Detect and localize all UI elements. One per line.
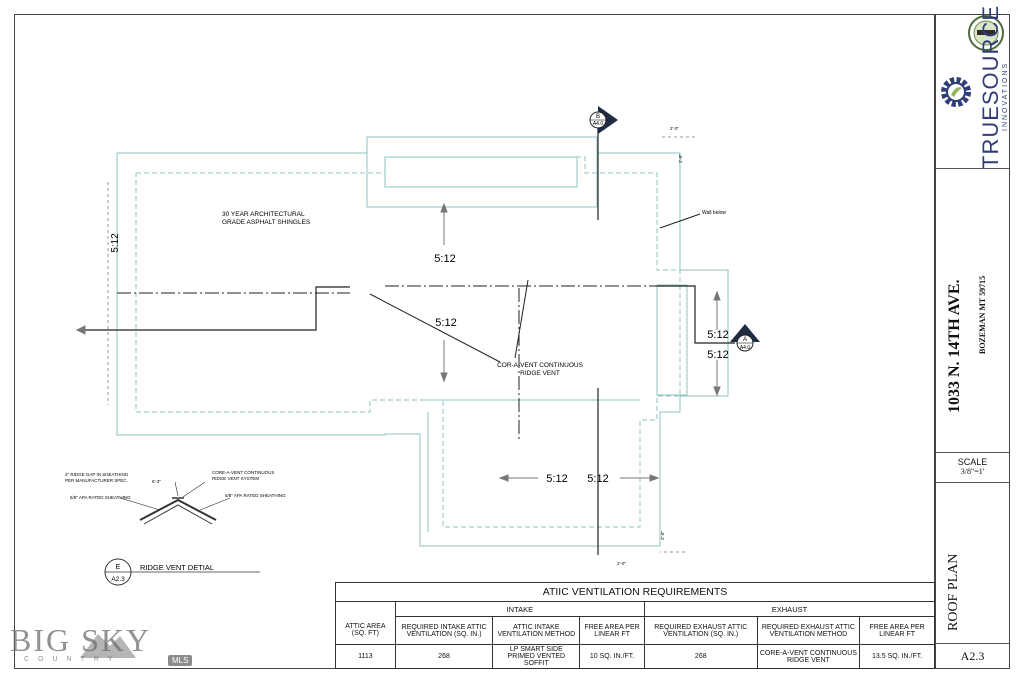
section-b-sheet: A4.0	[593, 121, 604, 127]
table-cell: 1113	[335, 644, 396, 669]
sheet-number-cell: A2.3	[936, 644, 1009, 670]
mountain-logo-icon	[80, 634, 136, 658]
detail-core-note-2: RIDGE VENT SYSTEM	[212, 476, 259, 481]
table-header: ATTIC INTAKE VENTILATION METHOD	[492, 616, 581, 645]
table-cell: 268	[394, 644, 494, 669]
roof-plan-drawing: B A4.0 A A4.0 30 YEAR ARCHITECTURAL GRAD…	[65, 106, 760, 586]
detail-tag	[104, 558, 260, 586]
detail-tag-sheet: A2.3	[111, 576, 125, 583]
detail-dim: 6'-3"	[152, 479, 161, 484]
table-title: ATIIC VENTILATION REQUIREMENTS	[335, 582, 935, 602]
table-cell: 268	[643, 644, 758, 669]
sheet-title: ROOF PLAN	[946, 553, 961, 631]
watermark-badge: MLS	[168, 655, 193, 666]
watermark-brand: BIG SKY	[10, 622, 152, 658]
dim-bottom: 2'-0"	[617, 561, 626, 566]
slope-lower-left: 5:12	[546, 473, 567, 485]
table-cell: 13.5 SQ. IN./FT.	[859, 644, 935, 669]
table-header: FREE AREA PER LINEAR FT	[579, 616, 645, 645]
dim-bottom-side: 2'-0"	[660, 531, 665, 540]
table-cell: LP SMART SIDE PRIMED VENTED SOFFIT	[492, 644, 581, 669]
title-block: TRUESOURCE INNOVATIONS 1033 N. 14TH AVE.…	[935, 5, 1010, 670]
scale-value: 3/8"=1'	[960, 467, 985, 476]
attic-ventilation-table: ATIIC VENTILATION REQUIREMENTS INTAKE EX…	[335, 582, 936, 669]
company-name: TRUESOURCE	[978, 4, 1003, 169]
section-marker-b	[589, 106, 618, 134]
slope-top: 5:12	[434, 253, 455, 265]
detail-gap-note-2: PER MANUFACTURER SPEC.	[65, 478, 128, 483]
slope-right-lower: 5:12	[707, 349, 728, 361]
section-b-letter: B	[596, 114, 600, 120]
slope-lower-right: 5:12	[587, 473, 608, 485]
dim-top: 2'-0"	[670, 126, 679, 131]
table-header: FREE AREA PER LINEAR FT	[859, 616, 935, 645]
section-marker-a	[730, 324, 760, 352]
ridge-note-2: RIDGE VENT	[520, 370, 560, 377]
detail-sheath-left: 5/8" APA RATED SHEATHING	[70, 495, 131, 500]
table-spacer	[335, 601, 396, 617]
table-cell: 10 SQ. IN./FT.	[579, 644, 645, 669]
detail-title: RIDGE VENT DETIAL	[140, 563, 214, 572]
table-header: REQUIRED EXHAUST ATTIC VENTILATION (SQ. …	[643, 616, 758, 645]
address-cell: 1033 N. 14TH AVE. BOZEMAN MT 59715	[936, 169, 1009, 453]
ridge-right-line	[657, 285, 735, 344]
intake-label: INTAKE	[394, 601, 645, 617]
roof-outline	[116, 136, 729, 547]
dormer-upper	[366, 136, 598, 208]
ridge-step-line	[80, 286, 350, 331]
detail-gap-note-1: 2" RIDGE GAP IN SHEATHING	[65, 472, 129, 477]
ridge-vent-detail	[119, 481, 231, 525]
section-a-sheet: A4.0	[740, 345, 751, 351]
slope-right-upper: 5:12	[707, 329, 728, 341]
dormer-upper-inner	[384, 156, 578, 188]
sheet-number: A2.3	[960, 649, 985, 663]
shingle-note-2: GRADE ASPHALT SHINGLES	[222, 219, 311, 226]
slope-left: 5:12	[110, 233, 121, 253]
table-header: ATTIC AREA (SQ. FT)	[335, 616, 396, 645]
section-a-letter: A	[743, 337, 747, 343]
shingle-note-1: 30 YEAR ARCHITECTURAL	[222, 211, 305, 218]
gear-logo-icon	[941, 77, 971, 107]
scale-cell: SCALE 3/8"=1'	[936, 453, 1009, 483]
wing-right	[656, 284, 688, 396]
exhaust-label: EXHAUST	[643, 601, 936, 617]
leader-to-ridge-a	[369, 293, 501, 363]
company-cell: TRUESOURCE INNOVATIONS	[936, 5, 1009, 169]
ridge-note-1: COR-A-VENT CONTINUOUS	[497, 362, 583, 369]
wall-below-note: Wall below	[702, 210, 726, 216]
wall-outline	[135, 156, 681, 528]
scale-label: SCALE	[957, 457, 988, 467]
mls-watermark: BIG SKY COUNTRY MLS	[10, 620, 200, 680]
drawing-sheet	[14, 14, 935, 669]
leader-wall-below	[659, 213, 701, 229]
slope-middle: 5:12	[435, 317, 456, 329]
sheet-title-cell: ROOF PLAN	[936, 483, 1009, 644]
watermark-sub: COUNTRY	[24, 656, 122, 663]
project-city: BOZEMAN MT 59715	[978, 275, 987, 354]
company-sub: INNOVATIONS	[1002, 61, 1009, 131]
table-header: REQUIRED EXHAUST ATTIC VENTILATION METHO…	[756, 616, 861, 645]
table-cell: CORE-A-VENT CONTINUOUS RIDGE VENT	[756, 644, 861, 669]
project-address: 1033 N. 14TH AVE.	[946, 279, 963, 413]
city-seal-icon	[968, 15, 1004, 51]
table-header: REQUIRED INTAKE ATTIC VENTILATION (SQ. I…	[394, 616, 494, 645]
detail-core-note-1: CORE-A-VENT CONTINUOUS	[212, 470, 274, 475]
dim-top-side: 2'-0"	[678, 154, 683, 163]
detail-tag-letter: E	[116, 564, 121, 571]
leader-to-ridge-b	[514, 279, 529, 359]
detail-sheath-right: 5/8" APA RATED SHEATHING	[225, 493, 286, 498]
